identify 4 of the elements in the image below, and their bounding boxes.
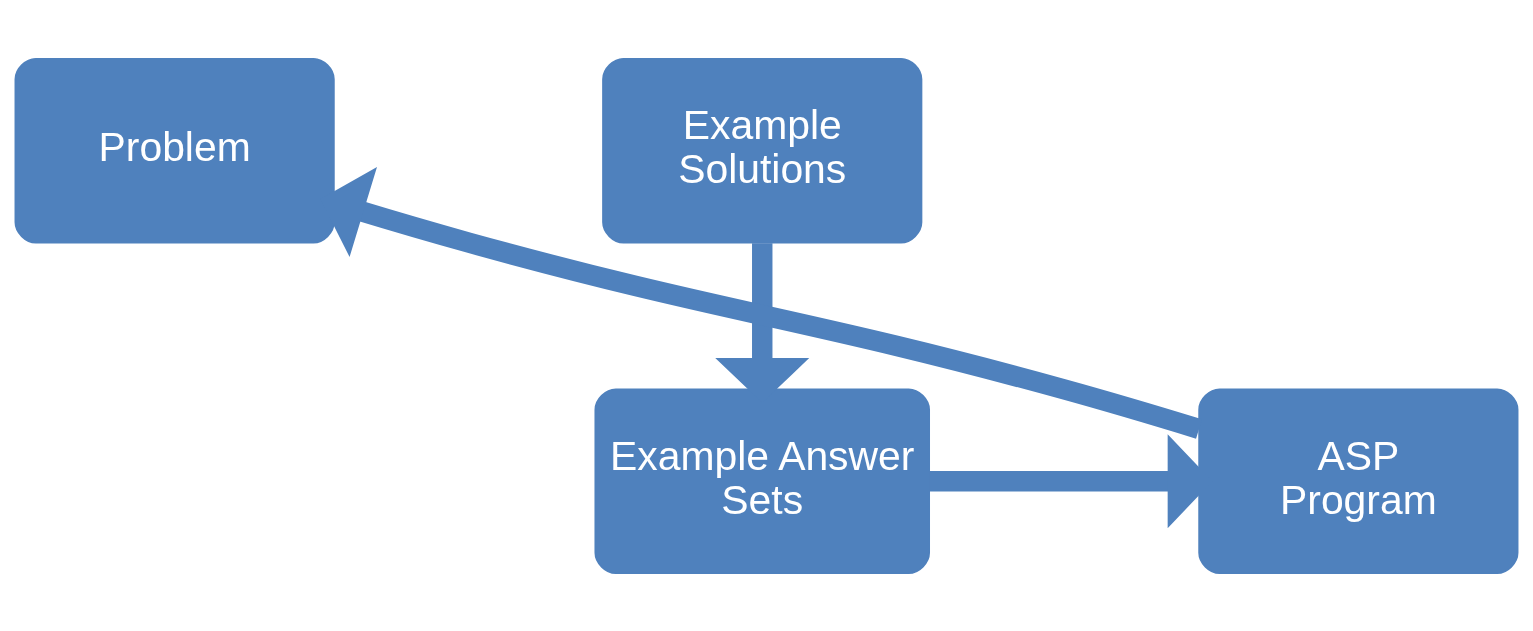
node-box: Example Answer Sets [594,387,930,574]
node-box: ASP Program [1198,387,1519,574]
node-box: Problem [14,57,335,244]
node-box: Example Solutions [602,57,923,244]
